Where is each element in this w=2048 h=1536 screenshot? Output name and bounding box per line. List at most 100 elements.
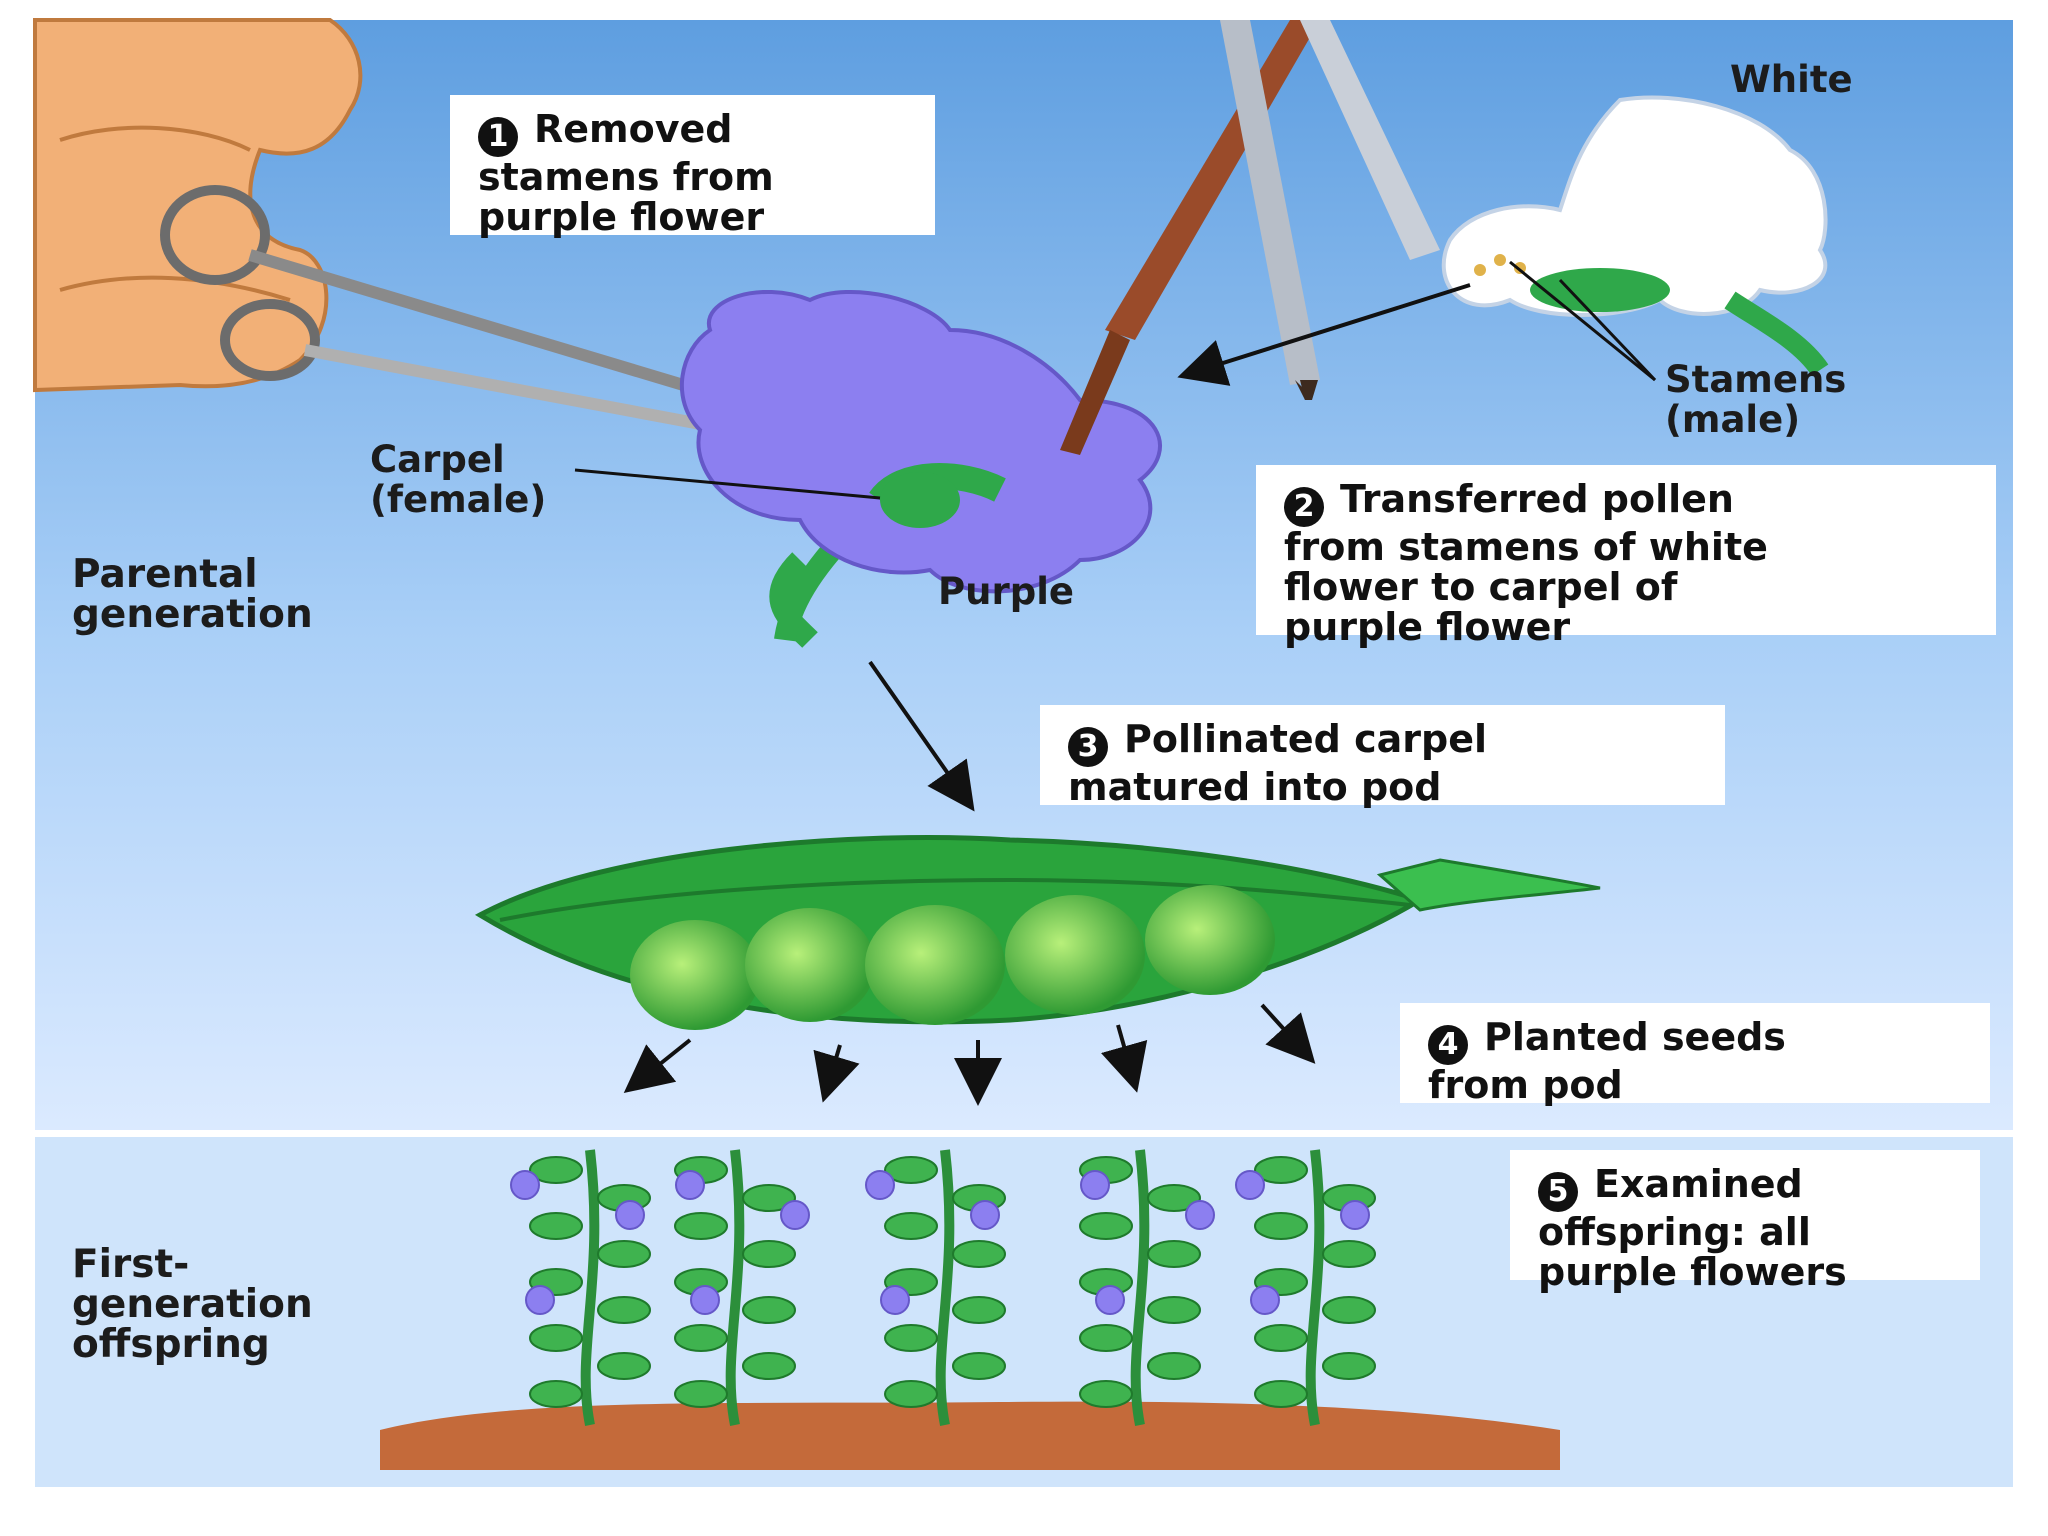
- seed-arrow-2: [813, 1044, 860, 1103]
- parental-label-line-1: Parental: [72, 552, 258, 597]
- step-1-line-3: purple flower: [478, 195, 765, 239]
- stamens-pointer-line-1: [1509, 260, 1656, 382]
- plant-leaf: [1254, 1212, 1308, 1240]
- step-2-number: 2: [1284, 487, 1324, 527]
- plant-leaf: [529, 1324, 583, 1352]
- step-1-number: 1: [478, 117, 518, 157]
- plant-leaf: [1254, 1156, 1308, 1184]
- purple-flower-label: Purple: [938, 570, 1074, 613]
- plant-leaf: [952, 1296, 1006, 1324]
- carpel-label: Carpel (female): [370, 440, 546, 520]
- first-generation-line-1: First-: [72, 1242, 190, 1287]
- purple-flower-icon: [679, 290, 1162, 648]
- carpel-label-line-1: Carpel: [370, 438, 505, 481]
- plant-leaf: [884, 1156, 938, 1184]
- pollination-arrow: [868, 660, 975, 812]
- stamens-label-line-1: Stamens: [1665, 358, 1847, 401]
- white-flower-label: White: [1730, 58, 1853, 101]
- plant-stem: [725, 1149, 745, 1426]
- seed-arrow-4: [1101, 1024, 1148, 1093]
- plant-leaf: [674, 1380, 728, 1408]
- step-3-number: 3: [1068, 727, 1108, 767]
- purple-offspring-flower-icon: [880, 1285, 910, 1315]
- plant-leaf: [742, 1184, 796, 1212]
- carpel-label-line-2: (female): [370, 478, 547, 521]
- pea-plants: [510, 1149, 1376, 1426]
- purple-offspring-flower-icon: [1185, 1200, 1215, 1230]
- plant-leaf: [1254, 1380, 1308, 1408]
- plant-leaf: [1322, 1296, 1376, 1324]
- plant-leaf: [529, 1156, 583, 1184]
- plant-leaf: [742, 1296, 796, 1324]
- plant-leaf: [742, 1240, 796, 1268]
- step-2-line-2: from stamens of white: [1284, 525, 1768, 569]
- parental-label-line-2: generation: [72, 592, 313, 637]
- step-5-line-2: offspring: all: [1538, 1210, 1811, 1254]
- plant-leaf: [1254, 1324, 1308, 1352]
- purple-offspring-flower-icon: [1340, 1200, 1370, 1230]
- plant-leaf: [674, 1212, 728, 1240]
- plant-leaf: [1079, 1324, 1133, 1352]
- step-5-line-3: purple flowers: [1538, 1250, 1847, 1294]
- plant-leaf: [884, 1212, 938, 1240]
- plant-leaf: [742, 1352, 796, 1380]
- plant-leaf: [597, 1240, 651, 1268]
- plant-stem: [1130, 1149, 1150, 1426]
- soil: [380, 1401, 1560, 1470]
- plant-leaf: [529, 1212, 583, 1240]
- purple-offspring-flower-icon: [970, 1200, 1000, 1230]
- plant-leaf: [1147, 1184, 1201, 1212]
- white-flower-icon: [1441, 95, 1829, 376]
- plant-leaf: [952, 1352, 1006, 1380]
- plant-leaf: [1147, 1240, 1201, 1268]
- plant-leaf: [674, 1324, 728, 1352]
- plant-leaf: [1322, 1240, 1376, 1268]
- purple-offspring-flower-icon: [690, 1285, 720, 1315]
- step-3-line-2: matured into pod: [1068, 765, 1442, 809]
- first-generation-line-2: generation: [72, 1282, 313, 1327]
- purple-offspring-flower-icon: [510, 1170, 540, 1200]
- purple-offspring-flower-icon: [1250, 1285, 1280, 1315]
- stamens-pointer-line-2: [1558, 278, 1657, 382]
- purple-offspring-flower-icon: [780, 1200, 810, 1230]
- plant-leaf: [884, 1324, 938, 1352]
- plant-stem: [935, 1149, 955, 1426]
- step-5-number: 5: [1538, 1172, 1578, 1212]
- plant-leaf: [597, 1352, 651, 1380]
- step-4-line-2: from pod: [1428, 1063, 1623, 1107]
- step-1-line-2: stamens from: [478, 155, 774, 199]
- carpel-pointer-line: [574, 468, 881, 500]
- purple-offspring-flower-icon: [1080, 1170, 1110, 1200]
- hand-icon: [33, 18, 363, 393]
- purple-offspring-flower-icon: [675, 1170, 705, 1200]
- plant-leaf: [1079, 1212, 1133, 1240]
- step-2-line-4: purple flower: [1284, 605, 1571, 649]
- plant-leaf: [529, 1380, 583, 1408]
- purple-offspring-flower-icon: [1235, 1170, 1265, 1200]
- plant-leaf: [1147, 1296, 1201, 1324]
- plant-leaf: [597, 1296, 651, 1324]
- purple-offspring-flower-icon: [1095, 1285, 1125, 1315]
- plant-leaf: [1079, 1380, 1133, 1408]
- seed-arrow-5: [1260, 1003, 1316, 1064]
- plant-stem: [1305, 1149, 1325, 1426]
- plant-stem: [580, 1149, 600, 1426]
- pea-pod-icon: [474, 835, 1601, 1030]
- plant-leaf: [884, 1380, 938, 1408]
- stamens-label: Stamens (male): [1665, 360, 1846, 440]
- purple-offspring-flower-icon: [525, 1285, 555, 1315]
- first-generation-label: First- generation offspring: [72, 1245, 313, 1365]
- purple-offspring-flower-icon: [615, 1200, 645, 1230]
- step-2-line-3: flower to carpel of: [1284, 565, 1678, 609]
- parental-generation-label: Parental generation: [72, 555, 313, 635]
